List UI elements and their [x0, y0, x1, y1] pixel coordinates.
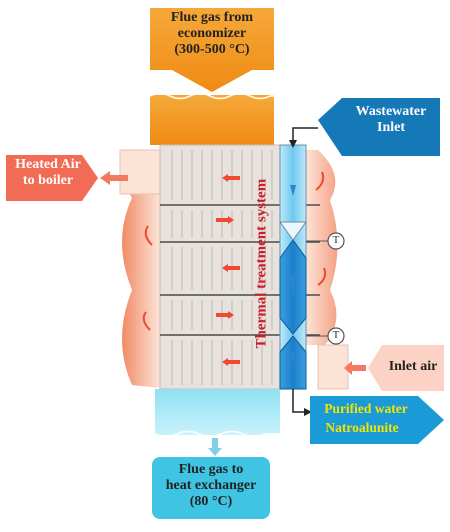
heated-air-label: Heated Air to boiler: [15, 157, 81, 189]
flue-gas-inlet-label: Flue gas from economizer (300-500 °C): [170, 10, 254, 58]
heated-air-outlet-stub: [119, 149, 163, 195]
channel-flow-arrows: [290, 185, 296, 364]
wastewater-feed-line: [292, 127, 318, 142]
right-air-chamber: [305, 150, 338, 345]
flue-gas-outlet-box: [152, 457, 270, 519]
heated-air-arrow: [6, 155, 98, 201]
purified-water-line: [292, 389, 306, 413]
feed-arrowhead: [289, 140, 297, 148]
heated-air-flow: [100, 171, 128, 185]
inlet-air-label: Inlet air: [388, 359, 438, 374]
natroalunite-label: Natroalunite: [325, 420, 399, 435]
wastewater-inlet-label: Wastewater Inlet: [355, 104, 427, 136]
flue-gas-duct: [149, 92, 274, 145]
exchanger-tubes: [171, 150, 273, 385]
thermal-treatment-system-label: Thermal treatment system: [253, 178, 270, 349]
purified-arrowhead: [304, 408, 312, 416]
purified-water-label: Purified water: [324, 401, 408, 416]
left-air-chamber: [122, 150, 160, 388]
temp-sensor-upper: [306, 232, 345, 250]
temp-sensor-lower: [306, 327, 345, 345]
inlet-air-stub: [317, 344, 349, 390]
wastewater-inlet-arrow: [318, 98, 440, 156]
temp-sensor-lower-label: T: [332, 329, 340, 341]
flue-gas-outlet-arrow: [208, 438, 222, 456]
flue-gas-outlet-label: Flue gas to heat exchanger (80 °C): [165, 462, 257, 510]
inlet-air-arrow: [368, 345, 444, 391]
flue-gas-outlet-duct: [154, 389, 280, 438]
purified-water-arrow: [310, 396, 444, 444]
inlet-air-flow: [344, 361, 366, 375]
air-flow-arrows: [216, 174, 240, 366]
channel-neck: [279, 221, 307, 241]
chamber-curved-arrows: [142, 171, 327, 331]
flue-gas-inlet-arrow: [150, 8, 274, 92]
temp-sensor-upper-label: T: [332, 234, 340, 246]
